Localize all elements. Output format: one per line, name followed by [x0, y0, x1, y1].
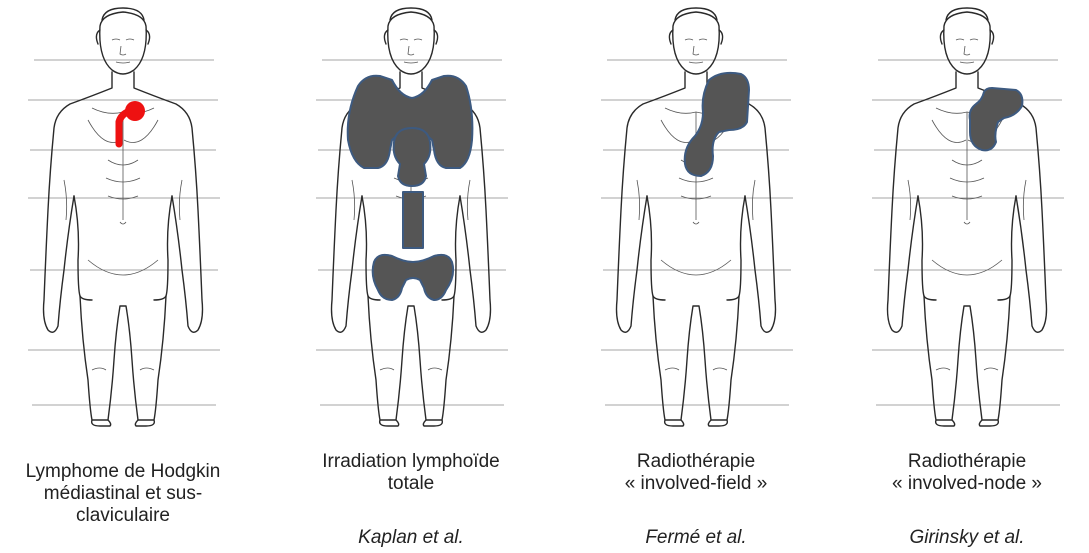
inverted-y-field — [373, 255, 453, 300]
tumor-marker — [8, 0, 238, 440]
involved-node-field — [970, 88, 1023, 150]
caption-line-2: « involved-node » — [852, 473, 1082, 495]
panel-hodgkin-localisation: Lymphome de Hodgkin médiastinal et sus- … — [8, 0, 238, 553]
caption-line-1: Lymphome de Hodgkin — [8, 461, 238, 483]
radiation-field — [581, 0, 811, 440]
radiation-field — [296, 0, 526, 440]
caption-line-3: claviculaire — [8, 505, 238, 527]
panel-involved-node: Radiothérapie « involved-node » Girinsky… — [852, 0, 1082, 553]
caption-line-1: Radiothérapie — [852, 451, 1082, 473]
radiation-field — [852, 0, 1082, 440]
panel-involved-field: Radiothérapie « involved-field » Fermé e… — [581, 0, 811, 553]
reference: Fermé et al. — [581, 527, 811, 549]
mediastinal-field — [394, 128, 431, 186]
tumor-supraclavicular-node — [125, 101, 145, 121]
caption-line-2: totale — [296, 473, 526, 495]
caption-line-2: « involved-field » — [581, 473, 811, 495]
reference: Kaplan et al. — [296, 527, 526, 549]
caption-line-1: Radiothérapie — [581, 451, 811, 473]
para-aortic-field — [403, 192, 423, 248]
reference: Girinsky et al. — [852, 527, 1082, 549]
caption-line-1: Irradiation lymphoïde — [296, 451, 526, 473]
involved-field — [685, 73, 749, 176]
caption-line-2: médiastinal et sus- — [8, 483, 238, 505]
panel-total-lymphoid-irradiation: Irradiation lymphoïde totale Kaplan et a… — [296, 0, 526, 553]
